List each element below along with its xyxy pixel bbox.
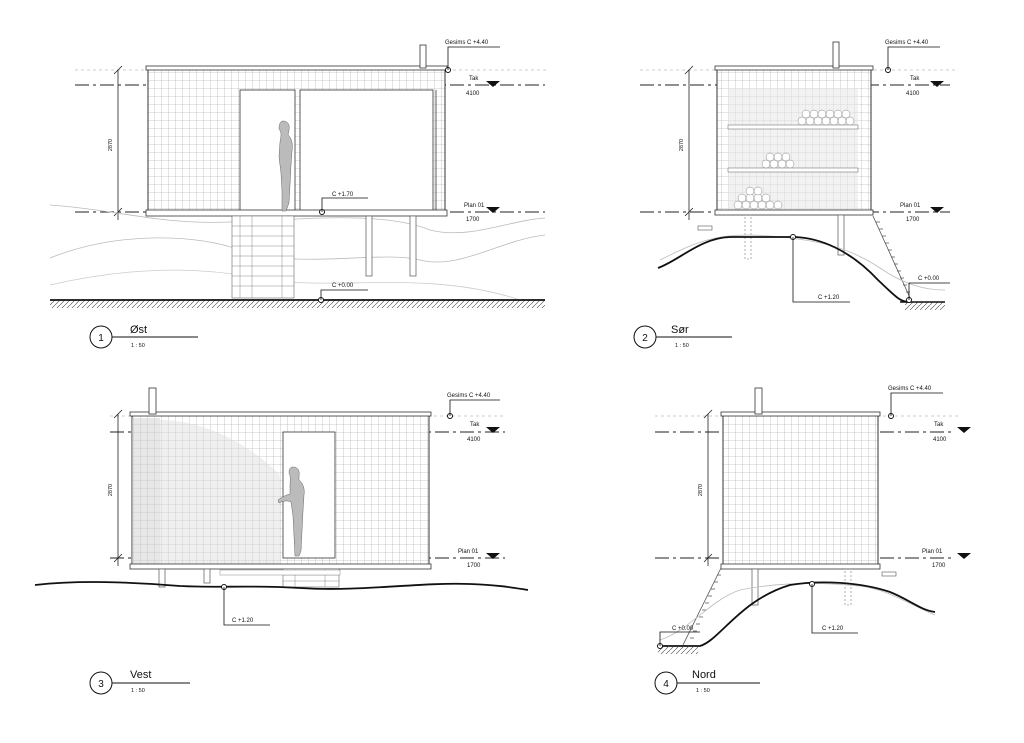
drawing-title: Nord [692, 669, 716, 681]
firewood-stack [733, 109, 855, 210]
roof-level-label: Tak [910, 76, 920, 82]
drawing-number: 2 [642, 333, 648, 344]
human-figure [277, 466, 305, 557]
human-figure [278, 120, 293, 212]
drawing-number: 3 [98, 679, 104, 690]
wood-storage-shelf [727, 167, 859, 173]
drawing-title: Øst [130, 324, 147, 336]
spot-level-ground: C +0.00 [918, 276, 940, 282]
spot-level-ground: C +0.00 [672, 626, 694, 632]
terrain-profile [657, 236, 910, 303]
ground-hatch [905, 302, 945, 310]
spot-level-floor: C +1.70 [332, 192, 354, 198]
floor-level-value: 1700 [466, 217, 480, 223]
support-post [409, 215, 417, 277]
height-dimension-label: 2870 [698, 484, 704, 496]
roof-level-value: 4100 [467, 437, 481, 443]
stair [872, 215, 912, 301]
level-marker-icon [957, 427, 971, 433]
floor-level-label: Plan 01 [464, 203, 485, 209]
elevation-north: 2870 C +0.00 C +1.20 Gesims C +4.40 Tak … [654, 386, 971, 695]
support-post [158, 568, 166, 588]
elevation-east: 2870 C +1.70 C +0.00 Gesims C +4.4 [49, 40, 548, 349]
floor-deck [714, 209, 874, 216]
level-marker-icon [486, 427, 500, 433]
floor-deck [129, 563, 432, 570]
spot-level-terrain: C +1.20 [822, 626, 844, 632]
roof-level-value: 4100 [933, 437, 947, 443]
roof-edge [720, 411, 881, 417]
terrain-contour [659, 234, 946, 291]
drawing-title: Vest [130, 669, 151, 681]
height-dimension-label: 2870 [679, 139, 685, 151]
floor-level-value: 1700 [932, 563, 946, 569]
level-marker-icon [930, 207, 944, 213]
roof-edge [714, 65, 874, 71]
support-post [837, 214, 845, 256]
eave-level-label: Gesims C +4.40 [888, 386, 932, 392]
level-marker-icon [486, 207, 500, 213]
ground-hatch [658, 646, 698, 654]
floor-level-label: Plan 01 [900, 203, 921, 209]
elevation-south: 2870 C +1.20 C +0 [633, 40, 955, 349]
spot-level-terrain: C +1.20 [818, 295, 840, 301]
terrain-contour [49, 234, 546, 263]
floor-level-value: 1700 [467, 563, 481, 569]
chimney [754, 387, 763, 415]
drawing-scale: 1 : 50 [131, 343, 145, 349]
terrain-contour [659, 583, 936, 641]
elevation-west: 2870 C +1.20 Gesims C +4.40 Tak 4100 Pla… [34, 387, 529, 695]
floor-level-value: 1700 [906, 217, 920, 223]
drawing-scale: 1 : 50 [131, 688, 145, 694]
building-facade [722, 413, 879, 567]
support-post [203, 568, 211, 584]
level-marker-icon [486, 553, 500, 559]
roof-level-label: Tak [470, 422, 480, 428]
roof-level-value: 4100 [466, 91, 480, 97]
chimney [148, 387, 157, 415]
eave-level-label: Gesims C +4.40 [445, 40, 489, 46]
drawing-scale: 1 : 50 [675, 343, 689, 349]
support-post [365, 215, 373, 277]
level-marker-icon [957, 553, 971, 559]
level-marker-icon [486, 81, 500, 87]
roof-edge [129, 411, 432, 417]
terrain-profile [660, 581, 936, 647]
floor-deck [145, 209, 448, 217]
floor-level-label: Plan 01 [458, 549, 479, 555]
terrain-contour [49, 204, 546, 234]
ground-hatch [50, 300, 545, 308]
roof-level-value: 4100 [906, 91, 920, 97]
roof-edge [145, 65, 448, 71]
drawing-number: 1 [98, 333, 104, 344]
chimney [419, 44, 427, 69]
building-facade [131, 413, 430, 567]
stair [682, 567, 722, 646]
floor-level-label: Plan 01 [922, 549, 943, 555]
drawing-number: 4 [663, 679, 669, 690]
drawing-scale: 1 : 50 [696, 688, 710, 694]
drawing-title: Sør [671, 324, 689, 336]
height-dimension-label: 2870 [108, 139, 114, 151]
roof-level-label: Tak [934, 422, 944, 428]
glazed-opening [299, 89, 434, 213]
roof-level-label: Tak [469, 76, 479, 82]
floor-deck [720, 563, 881, 570]
chimney [832, 41, 840, 69]
eave-level-label: Gesims C +4.40 [447, 393, 491, 399]
stair [231, 215, 295, 299]
spot-level-ground: C +0.00 [332, 283, 354, 289]
wood-storage-shelf [727, 124, 859, 130]
terrain-profile [34, 581, 529, 591]
spot-level-terrain: C +1.20 [232, 618, 254, 624]
height-dimension-label: 2870 [108, 484, 114, 496]
level-marker-icon [930, 81, 944, 87]
eave-level-label: Gesims C +4.40 [885, 40, 929, 46]
